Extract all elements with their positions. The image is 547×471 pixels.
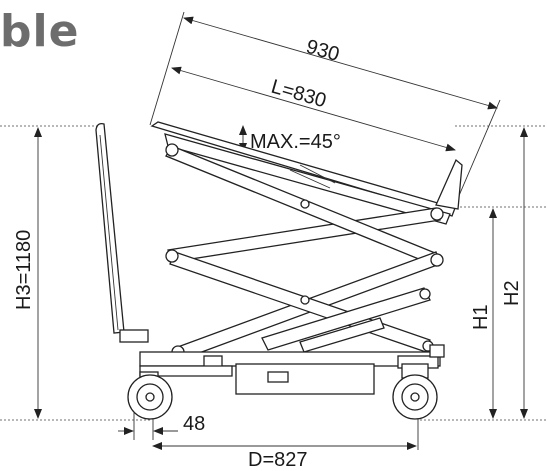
dimension-h3-label: H3=1180 (13, 230, 35, 310)
hydraulic-cylinder (261, 287, 431, 353)
dimension-930-label: 930 (304, 36, 342, 66)
dimension-h1: H1 (420, 206, 547, 421)
rear-wheel (392, 363, 438, 420)
push-handle (95, 122, 149, 343)
dimension-h1-label: H1 (470, 304, 492, 330)
max-tilt-label: MAX.=45° (250, 131, 341, 153)
dimension-48-label: 48 (183, 413, 205, 435)
tilted-platform (150, 121, 463, 225)
page-title: ble (0, 6, 80, 57)
max-tilt-indicator: MAX.=45° (239, 125, 341, 153)
front-wheel (127, 371, 173, 420)
dimension-d827-label: D=827 (248, 449, 308, 466)
dimension-l830-label: L=830 (269, 76, 329, 113)
dimension-h2-label: H2 (501, 280, 523, 306)
dimension-48: 48 (118, 410, 205, 440)
dimension-h2: H2 (455, 125, 547, 419)
dimension-h3: H3=1180 (0, 125, 150, 421)
